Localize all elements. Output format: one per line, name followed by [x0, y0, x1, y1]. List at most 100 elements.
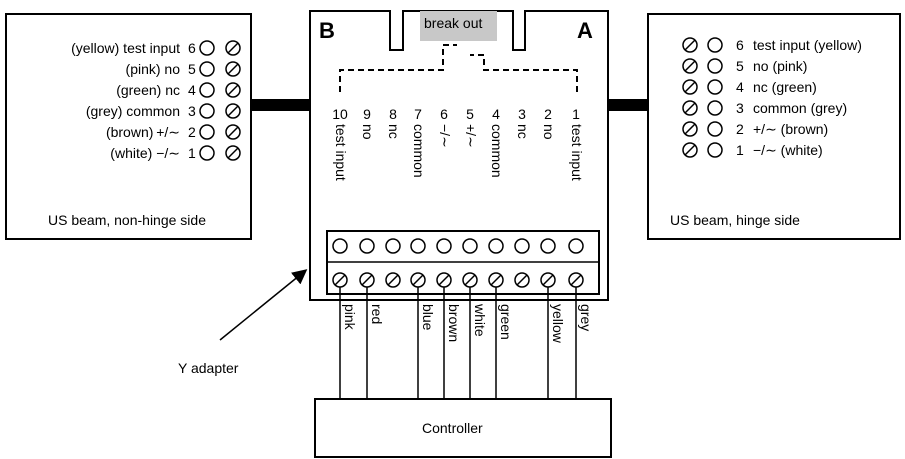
breakout-label: break out: [424, 15, 482, 31]
breakout-dashed-left: [339, 44, 457, 92]
right-box-caption: US beam, hinge side: [670, 212, 800, 228]
left-row-label: (yellow) test input: [71, 40, 180, 56]
right-row-label: test input (yellow): [753, 37, 862, 53]
left-terminal-screw: [225, 145, 241, 161]
left-row-label: (white) −/∼: [110, 145, 180, 161]
pin-number: 10: [332, 106, 348, 122]
wire-label: white: [472, 303, 488, 337]
right-terminal-screw: [682, 121, 698, 137]
adapter-label-b: B: [319, 18, 335, 43]
adapter-terminal-screw: [332, 272, 348, 288]
pin-name: test input: [569, 124, 585, 181]
adapter-terminal-screw: [359, 272, 375, 288]
adapter-terminal-circle: [568, 238, 584, 254]
right-terminal-screw: [682, 58, 698, 74]
pin-number: 5: [466, 106, 474, 122]
right-terminal-screw: [682, 100, 698, 116]
pin-name: −/∼: [437, 124, 453, 148]
right-row-number: 4: [736, 79, 744, 95]
pin-name: +/∼: [463, 124, 479, 148]
right-terminal-circle: [707, 58, 723, 74]
wire-label: red: [369, 304, 385, 324]
adapter-terminal-circle: [462, 238, 478, 254]
pin-number: 1: [572, 106, 580, 122]
pin-name: common: [489, 124, 505, 178]
left-row-number: 1: [188, 145, 196, 161]
adapter-terminal-circle: [359, 238, 375, 254]
right-row-number: 3: [736, 100, 744, 116]
pin-name: test input: [333, 124, 349, 181]
controller-label: Controller: [422, 420, 483, 436]
left-row-label: (pink) no: [126, 61, 181, 77]
right-terminal-circle: [707, 142, 723, 158]
right-cable: [609, 99, 648, 111]
adapter-terminal-screw: [540, 272, 556, 288]
wire-label: yellow: [550, 304, 566, 344]
left-row-number: 5: [188, 61, 196, 77]
right-row-number: 5: [736, 58, 744, 74]
pin-number: 7: [414, 106, 422, 122]
adapter-terminal-circle: [332, 238, 348, 254]
wire-label: blue: [420, 304, 436, 331]
wire-label: green: [498, 304, 514, 340]
pin-number: 8: [389, 106, 397, 122]
adapter-terminal-screw: [385, 272, 401, 288]
left-terminal-circle: [199, 61, 215, 77]
pointer-label: Y adapter: [178, 360, 239, 376]
right-terminal-circle: [707, 37, 723, 53]
left-terminal-screw: [225, 124, 241, 140]
left-terminal-screw: [225, 103, 241, 119]
pin-name: nc: [386, 124, 402, 139]
left-row-label: (grey) common: [86, 103, 180, 119]
right-terminal-screw: [682, 37, 698, 53]
pin-number: 2: [544, 106, 552, 122]
left-box-caption: US beam, non-hinge side: [48, 212, 206, 228]
adapter-terminal-circle: [436, 238, 452, 254]
left-row-label: (brown) +/∼: [106, 124, 180, 140]
pointer-arrow: [219, 269, 308, 341]
right-terminal-circle: [707, 100, 723, 116]
left-row-number: 4: [188, 82, 196, 98]
right-terminal-circle: [707, 79, 723, 95]
left-terminal-circle: [199, 40, 215, 56]
right-terminal-screw: [682, 79, 698, 95]
breakout-dashed-right: [470, 54, 578, 92]
wire-label: pink: [342, 304, 358, 331]
adapter-terminal-screw: [462, 272, 478, 288]
left-terminal-circle: [199, 124, 215, 140]
left-cable: [251, 99, 309, 111]
adapter-terminal-screw: [514, 272, 530, 288]
wire-label: brown: [446, 304, 462, 342]
right-row-label: nc (green): [753, 79, 817, 95]
left-terminal-circle: [199, 103, 215, 119]
pin-number: 9: [363, 106, 371, 122]
adapter-terminal-circle: [540, 238, 556, 254]
pin-number: 4: [492, 106, 500, 122]
left-terminal-screw: [225, 61, 241, 77]
right-row-number: 6: [736, 37, 744, 53]
right-row-label: −/∼ (white): [753, 142, 823, 158]
right-row-label: +/∼ (brown): [753, 121, 828, 137]
pin-number: 6: [440, 106, 448, 122]
right-row-number: 2: [736, 121, 744, 137]
right-row-number: 1: [736, 142, 744, 158]
breakout-inner: [444, 30, 494, 41]
adapter-terminal-circle: [410, 238, 426, 254]
adapter-terminal-screw: [410, 272, 426, 288]
adapter-terminal-circle: [514, 238, 530, 254]
left-terminal-circle: [199, 145, 215, 161]
pin-number: 3: [518, 106, 526, 122]
right-terminal-screw: [682, 142, 698, 158]
left-row-number: 6: [188, 40, 196, 56]
left-terminal-circle: [199, 82, 215, 98]
adapter-terminal-screw: [436, 272, 452, 288]
left-row-number: 2: [188, 124, 196, 140]
wire-label: grey: [578, 304, 594, 331]
adapter-terminal-circle: [488, 238, 504, 254]
adapter-terminal-screw: [488, 272, 504, 288]
pin-name: common: [411, 124, 427, 178]
adapter-terminal-circle: [385, 238, 401, 254]
